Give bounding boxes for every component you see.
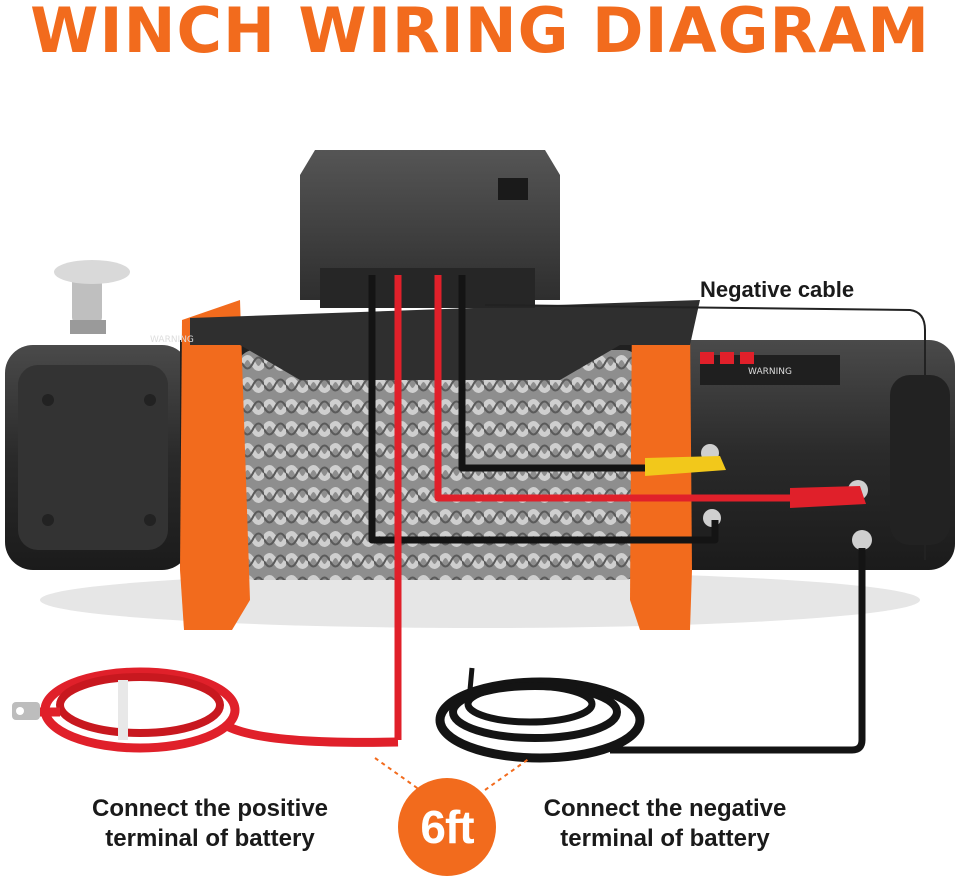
negative-cable-label: Negative cable (700, 277, 855, 302)
negative-battery-cable (435, 667, 645, 763)
negative-lead (610, 548, 866, 754)
winch-left-end (5, 345, 190, 570)
cable-tie (118, 680, 128, 740)
negative-caption-line-1: Connect the negative (543, 795, 787, 822)
positive-caption-line-1: Connect the positive (91, 795, 329, 822)
negative-caption-line-2: terminal of battery (560, 825, 770, 852)
yellow-terminal-boot (645, 456, 726, 476)
positive-caption-line-2: terminal of battery (105, 825, 315, 852)
positive-terminal-caption: Connect the positive terminal of battery (60, 794, 360, 854)
black-wiring (368, 275, 719, 544)
drum-bracket-left (180, 300, 250, 630)
warning-decal-right: WARNING (748, 367, 792, 377)
negative-callout-line (484, 304, 926, 560)
decal-icons (700, 352, 754, 364)
ring-terminal-icon (12, 702, 40, 720)
page-title: WINCH WIRING DIAGRAM (30, 0, 930, 67)
length-pointers (374, 757, 531, 791)
tie-bar (190, 300, 700, 380)
control-box-icon (300, 150, 560, 308)
warning-decal-left: WARNING (150, 335, 194, 345)
negative-terminal-caption: Connect the negative terminal of battery (510, 794, 820, 854)
ground-shadow (40, 572, 920, 628)
winch-motor: WARNING (660, 340, 955, 570)
red-wiring (394, 275, 795, 740)
positive-battery-cable (30, 667, 399, 753)
red-terminal-boot (790, 486, 866, 508)
cable-length-badge: 6ft (398, 778, 496, 876)
clutch-lever-icon (54, 260, 130, 334)
